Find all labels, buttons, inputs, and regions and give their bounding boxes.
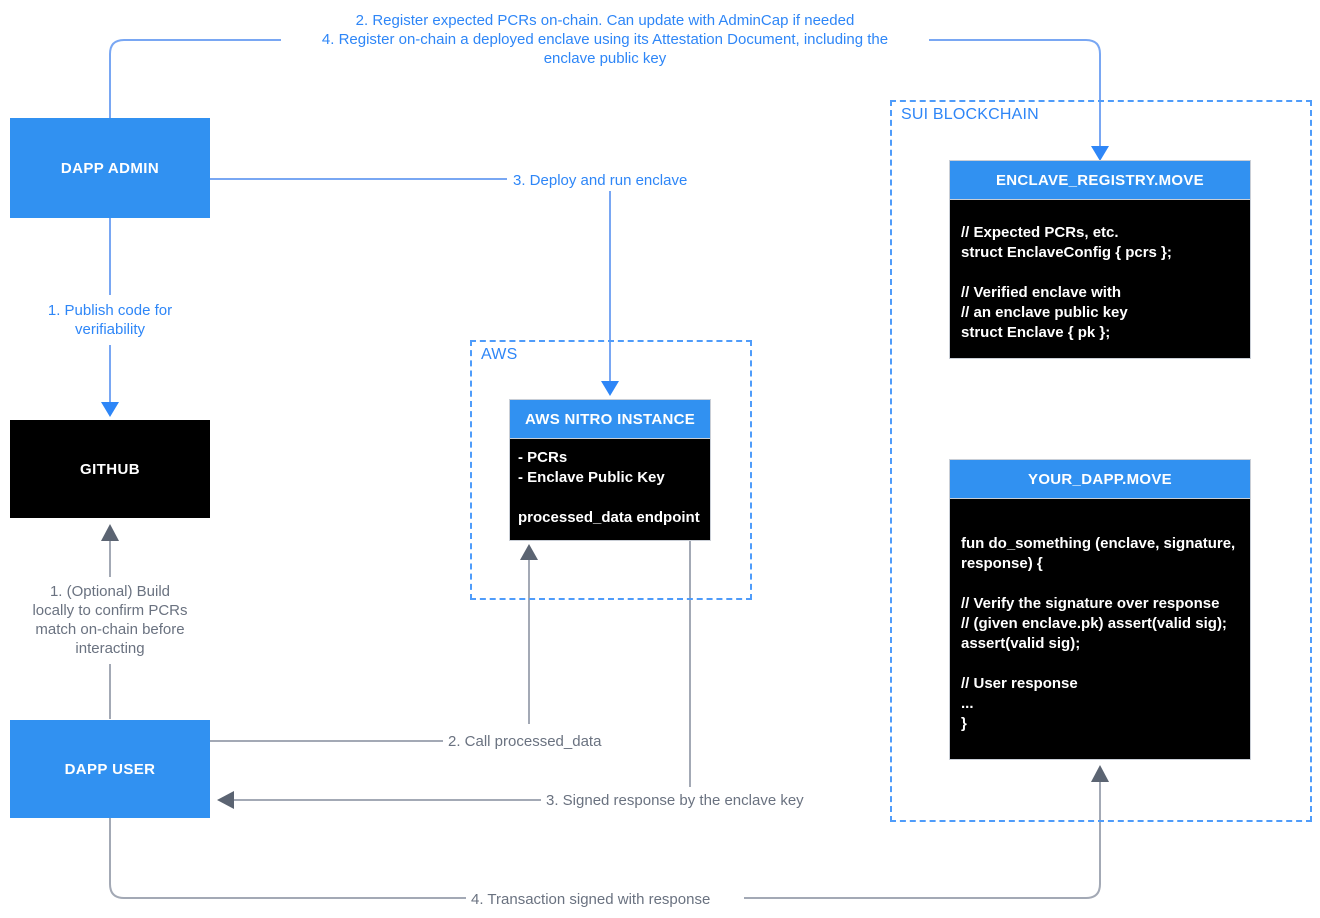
arrowhead-register-down xyxy=(1091,146,1109,161)
dapp-admin-label: DAPP ADMIN xyxy=(60,159,160,177)
enclave-registry-code: // Expected PCRs, etc. struct EnclaveCon… xyxy=(961,224,1172,341)
aws-zone-label: AWS xyxy=(481,346,518,363)
label-call-processed-data: 2. Call processed_data xyxy=(448,733,602,750)
aws-zone xyxy=(470,340,752,600)
enclave-registry-module: ENCLAVE_REGISTRY.MOVE // Expected PCRs, … xyxy=(949,160,1251,359)
connector-register-pcrs xyxy=(109,39,1101,147)
arrowhead-deploy-down xyxy=(601,381,619,396)
aws-nitro-instance-title: AWS NITRO INSTANCE xyxy=(510,400,710,439)
connector-transaction-signed xyxy=(109,782,1101,899)
github-box: GITHUB xyxy=(10,420,210,518)
your-dapp-module: YOUR_DAPP.MOVE fun do_something (enclave… xyxy=(949,459,1251,760)
aws-nitro-instance-body: - PCRs - Enclave Public Key processed_da… xyxy=(518,449,700,526)
dapp-user-label: DAPP USER xyxy=(64,760,156,778)
label-signed-response: 3. Signed response by the enclave key xyxy=(546,792,804,809)
arrowhead-response-left xyxy=(217,791,234,809)
your-dapp-code: fun do_something (enclave, signature, re… xyxy=(961,535,1236,732)
aws-nitro-instance-module: AWS NITRO INSTANCE - PCRs - Enclave Publ… xyxy=(509,399,711,541)
arrowhead-build-up xyxy=(101,524,119,541)
label-deploy-enclave: 3. Deploy and run enclave xyxy=(513,172,688,189)
label-register-pcrs: 2. Register expected PCRs on-chain. Can … xyxy=(321,12,889,67)
connector-call-processed-data xyxy=(210,560,530,742)
connector-deploy-enclave xyxy=(210,178,611,381)
label-optional-build: 1. (Optional) Build locally to confirm P… xyxy=(32,583,188,657)
enclave-registry-title: ENCLAVE_REGISTRY.MOVE xyxy=(950,161,1250,200)
connector-signed-response xyxy=(234,539,691,801)
dapp-admin-box: DAPP ADMIN xyxy=(10,118,210,218)
arrowhead-transaction-up xyxy=(1091,765,1109,782)
sui-blockchain-zone-label: SUI BLOCKCHAIN xyxy=(901,106,1039,123)
label-publish-code: 1. Publish code for verifiability xyxy=(47,302,173,338)
github-label: GITHUB xyxy=(80,460,140,478)
dapp-user-box: DAPP USER xyxy=(10,720,210,818)
label-transaction-signed: 4. Transaction signed with response xyxy=(471,891,711,908)
arrowhead-publish-down xyxy=(101,402,119,417)
your-dapp-title: YOUR_DAPP.MOVE xyxy=(950,460,1250,499)
arrowhead-call-up xyxy=(520,544,538,560)
sui-blockchain-zone xyxy=(890,100,1312,822)
